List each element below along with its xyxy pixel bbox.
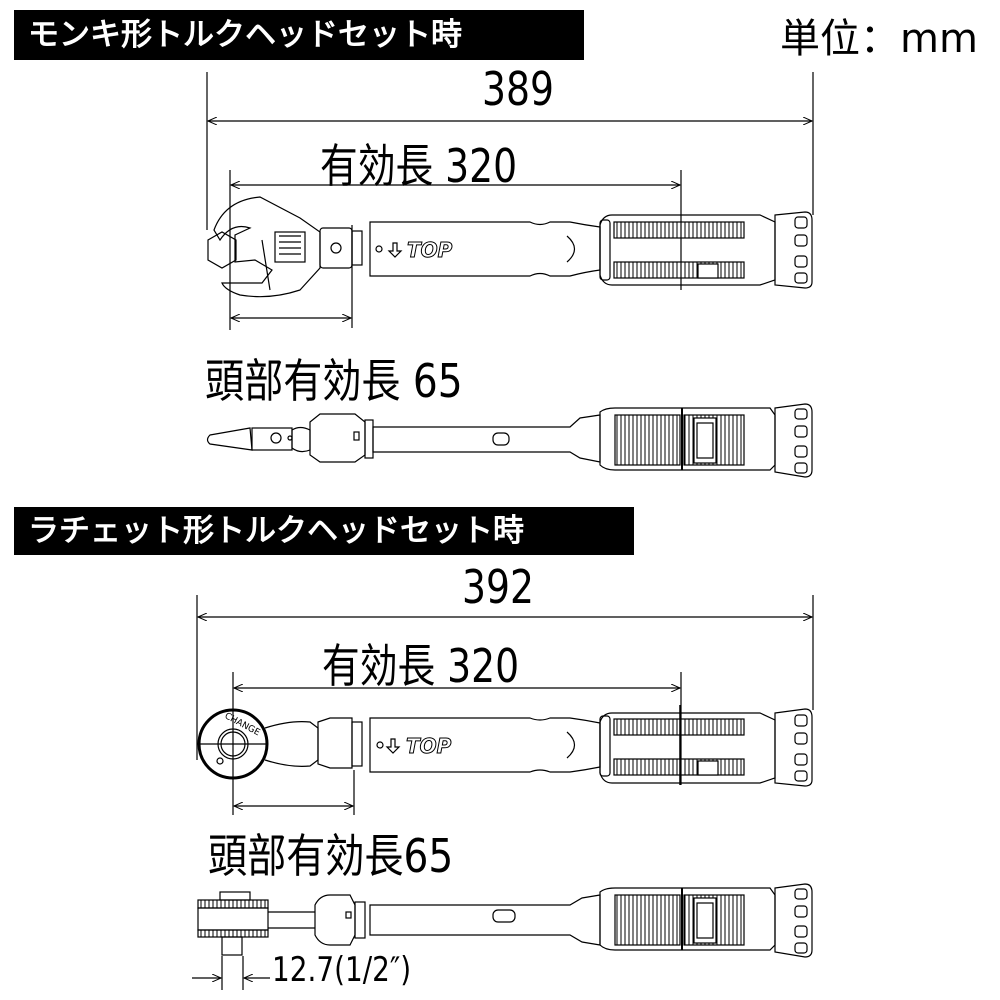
section-title-monkey: モンキ形トルクヘッドセット時 (14, 10, 584, 60)
wrench-side-view-ratchet (197, 883, 813, 958)
section-title-ratchet: ラチェット形トルクヘッドセット時 (14, 507, 634, 555)
overall-length-ratchet: 392 (462, 560, 535, 614)
dimension-lines-ratchet (196, 595, 814, 815)
overall-length-monkey: 389 (482, 62, 555, 116)
brand-logo: TOP (407, 238, 453, 262)
head-effective-length-ratchet: 頭部有効長65 (208, 829, 454, 883)
unit-label: 単位：mm (780, 16, 978, 62)
drive-size-dimension (192, 956, 270, 990)
grip-handle-monkey (599, 211, 813, 289)
change-label: CHANGE (223, 711, 262, 738)
head-effective-length-monkey: 頭部有効長 65 (205, 354, 463, 408)
wrench-body-monkey: TOP (319, 219, 611, 281)
wrench-side-view-monkey (206, 403, 813, 478)
grip-handle-ratchet (599, 705, 813, 787)
drive-size-label: 12.7(1/2″) (272, 950, 412, 990)
brand-logo: TOP (406, 734, 452, 758)
wrench-body-ratchet: TOP (369, 715, 611, 777)
adjustable-wrench-head-icon (207, 196, 321, 298)
